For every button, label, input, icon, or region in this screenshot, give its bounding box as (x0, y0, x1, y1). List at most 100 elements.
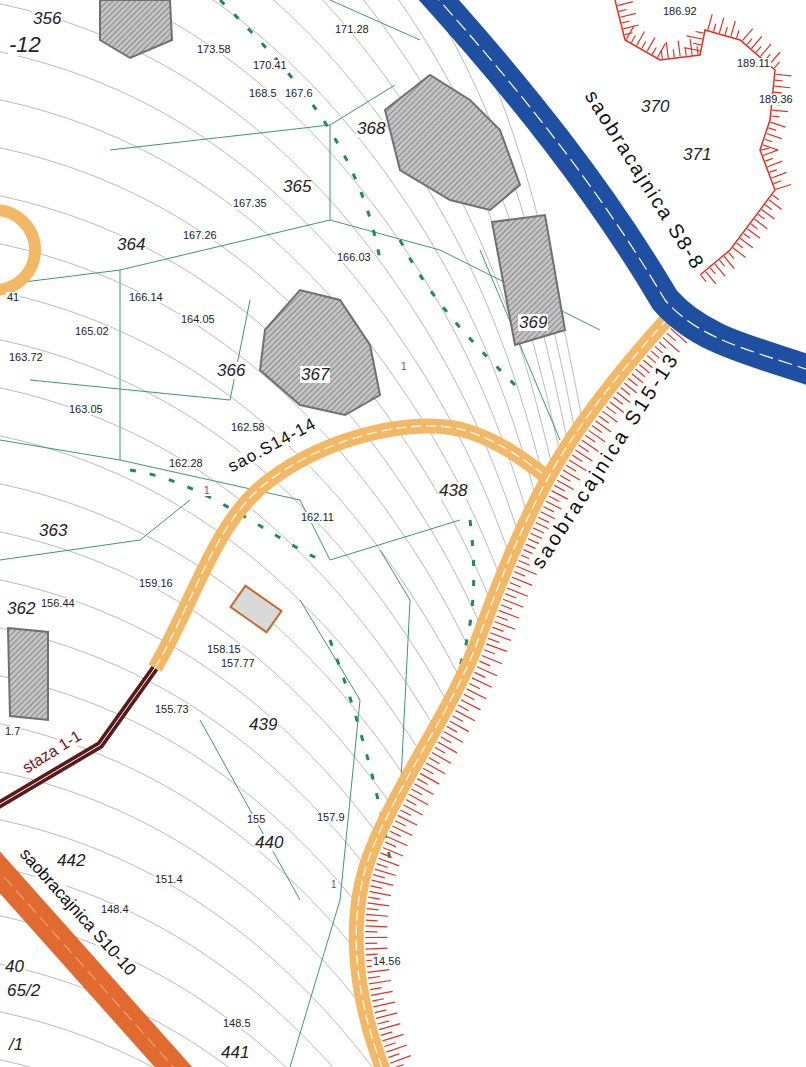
parcel-line (300, 500, 460, 560)
hatch-tick (560, 475, 570, 481)
hatch-tick (626, 26, 634, 40)
hatch-tick (533, 528, 544, 533)
hatch-tick (406, 800, 417, 806)
hatch-tick (765, 158, 772, 161)
elevation-mark: 173.58 (196, 44, 232, 55)
hatch-tick (566, 465, 576, 471)
hatch-tick (771, 115, 779, 117)
point-marker: 1 (203, 486, 211, 496)
parcel-lines (0, 0, 600, 1067)
building (260, 290, 380, 415)
contour-line (0, 96, 620, 1067)
road-axis (430, 0, 806, 372)
hatch-tick (452, 716, 463, 722)
contour-line (0, 672, 620, 1067)
hatch-tick (620, 13, 636, 17)
parcel-number: 356 (32, 10, 62, 27)
hatch-tick (592, 426, 602, 433)
hatch-tick (412, 789, 423, 795)
parcel-number: 40 (4, 958, 25, 975)
hatch-tick (373, 1002, 394, 1007)
hatch-tick (767, 161, 782, 167)
elevation-mark: 167.6 (284, 88, 314, 99)
hatch-tick (369, 891, 391, 895)
hatch-tick (770, 122, 785, 127)
hatch-tick (678, 41, 680, 57)
hatch-tick (719, 18, 723, 33)
parcel-number: 364 (116, 236, 146, 253)
hatch-tick (365, 931, 377, 932)
parcel-line (0, 125, 330, 285)
hatch-tick (774, 181, 781, 184)
hatch-tick (765, 139, 773, 142)
contour-line (0, 0, 620, 1000)
hatch-tick (736, 243, 742, 248)
contour-line (0, 480, 620, 1067)
parcel-number: 369 (518, 314, 548, 331)
hatch-tick (673, 49, 675, 57)
road-name: saobracajnica S15-13 (527, 347, 683, 572)
hatch-tick (776, 74, 792, 76)
elevation-mark: 157.77 (220, 658, 256, 669)
hatch-tick (776, 184, 791, 189)
hatch-tick (503, 599, 524, 607)
hatch-tick (426, 763, 445, 774)
elevation-mark: 155 (246, 814, 266, 825)
elevation-mark: 163.72 (8, 352, 44, 363)
hatch-tick (684, 48, 700, 51)
hatch-tick (582, 440, 600, 452)
hatch-tick (390, 1056, 411, 1064)
hatch-tick (715, 264, 725, 276)
hatch-tick (538, 517, 549, 522)
hatch-tick (772, 172, 787, 178)
hatch-tick (370, 988, 382, 990)
road-roundabout (0, 210, 35, 290)
hatch-tick (708, 14, 712, 29)
hatch-tick (381, 1032, 392, 1035)
hatch-tick (441, 737, 451, 743)
parcel-number: 441 (220, 1044, 250, 1061)
contour-line (0, 720, 620, 1067)
hatch-tick (769, 170, 776, 173)
contour-line (0, 0, 620, 904)
hatch-tick (740, 238, 753, 248)
hatch-tick (661, 51, 663, 59)
hatch-tick (366, 920, 378, 922)
hatch-tick (486, 644, 507, 651)
elevation-mark: 168.5 (248, 88, 278, 99)
hatch-tick (484, 650, 495, 654)
hatch-tick (690, 39, 692, 55)
path-band (0, 668, 155, 810)
building (8, 628, 48, 720)
hatch-tick (747, 229, 760, 239)
elevation-mark: 162.58 (230, 422, 266, 433)
hatch-tick (492, 627, 503, 631)
hatch-tick (379, 1024, 400, 1030)
hatch-tick (365, 925, 387, 927)
hatch-tick (642, 41, 646, 48)
hatch-tick (706, 272, 716, 284)
hatch-tick (775, 80, 783, 82)
hatch-tick (392, 1064, 403, 1067)
hatch-tick (737, 30, 739, 38)
contour-line (0, 144, 620, 1067)
elevation-mark: 170.41 (252, 60, 288, 71)
road-axis (0, 850, 185, 1067)
hatch-tick (622, 21, 630, 23)
elevation-mark: 156.44 (40, 598, 76, 609)
parcel-number: 365 (282, 178, 312, 195)
parcel-line (120, 270, 121, 460)
hatch-tick (367, 909, 379, 910)
elevation-mark: 166.03 (336, 252, 372, 263)
hatch-tick (482, 655, 502, 663)
hatch-tick (762, 209, 775, 219)
contour-line (0, 816, 620, 1067)
parcel-number: 371 (682, 146, 712, 163)
point-marker: 1 (400, 362, 408, 372)
parcel-number: 366 (216, 362, 246, 379)
contour-line (0, 768, 620, 1067)
hatch-tick (490, 633, 511, 641)
hatch-tick (499, 610, 520, 618)
hatch-tick (494, 622, 515, 630)
